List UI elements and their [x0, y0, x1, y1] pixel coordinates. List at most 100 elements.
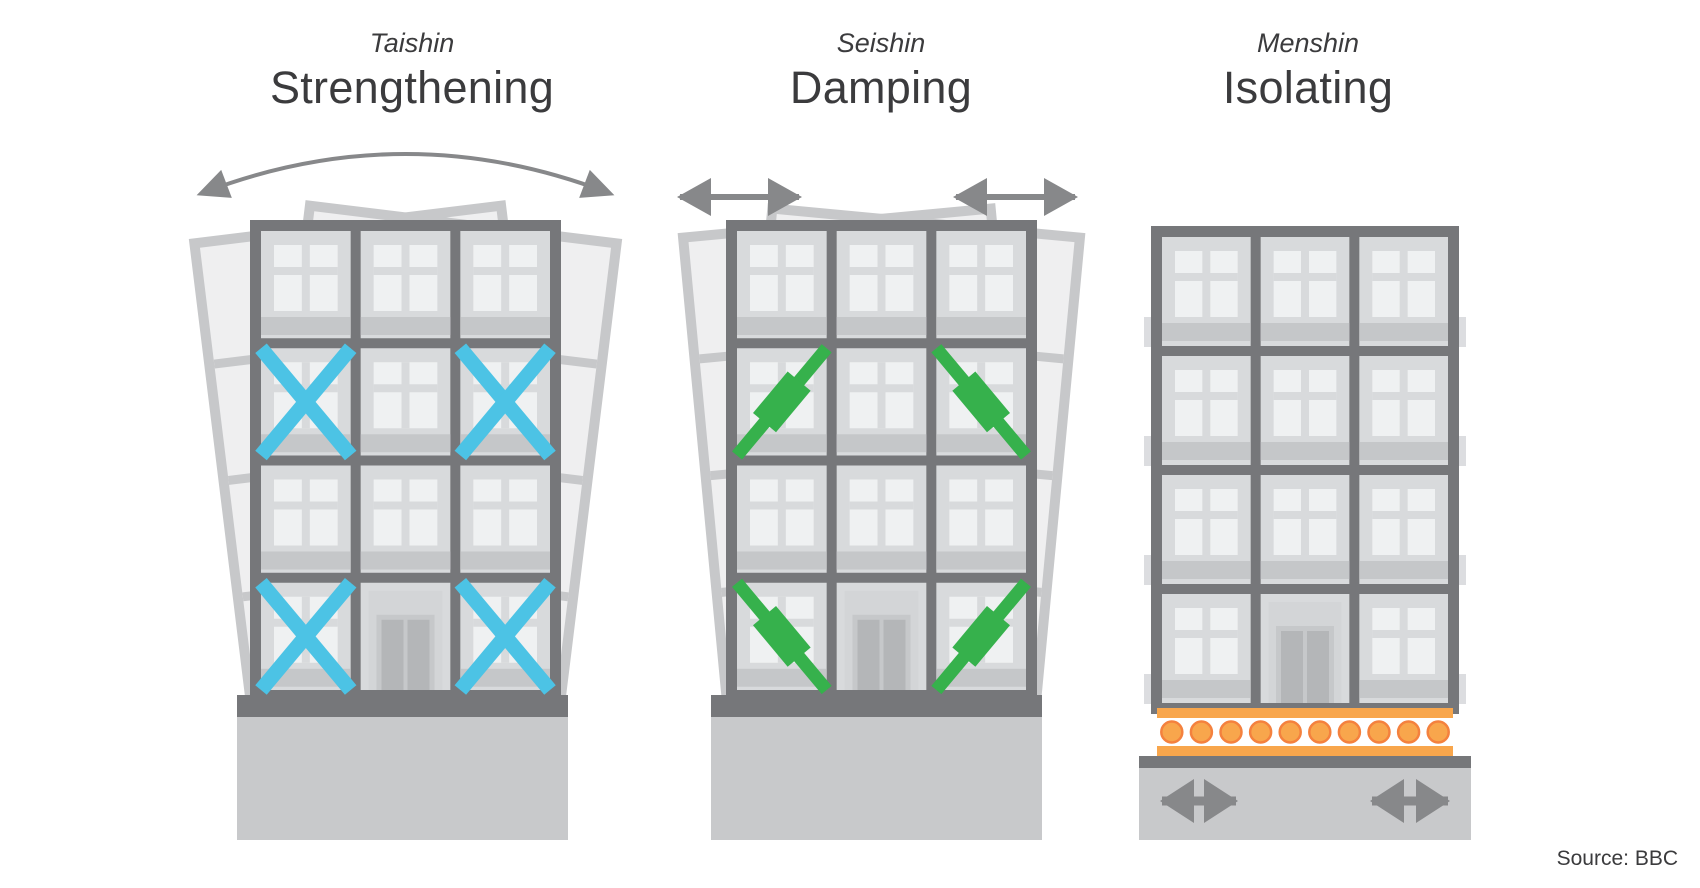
window-mullion [1399, 251, 1408, 317]
roller-bearing [1189, 720, 1214, 744]
foundation-cap [711, 695, 1042, 717]
window-sill [1359, 323, 1448, 341]
x-brace [255, 577, 357, 695]
window-sill [836, 551, 927, 570]
damper-piston [753, 606, 811, 667]
window-transom [1273, 273, 1337, 281]
foundation-block [711, 717, 1042, 840]
window-mullion [401, 245, 410, 311]
x-brace [454, 577, 556, 695]
window-mullion [1202, 370, 1211, 436]
window-sill [836, 434, 927, 453]
window-transom [373, 501, 438, 510]
english-term-isolating: Isolating [1222, 62, 1394, 113]
window-transom [1273, 392, 1337, 400]
sway-arc-arrow-icon [196, 152, 615, 198]
window-mullion [777, 479, 786, 546]
taishin-building-diagram [188, 152, 623, 840]
window-transom [1175, 511, 1238, 519]
roller-bearing [1396, 720, 1421, 744]
window-sill [1260, 561, 1350, 579]
window-transom [1175, 392, 1238, 400]
damper-piston [952, 606, 1010, 667]
roller-bearing [1308, 720, 1332, 744]
window-mullion [401, 479, 410, 546]
window-mullion [1301, 489, 1309, 555]
window-sill [1162, 323, 1251, 341]
door-panel [381, 619, 404, 690]
seismic-damper [732, 344, 832, 460]
building-structure [250, 220, 561, 701]
door-panel [857, 619, 880, 690]
window-sill [1162, 680, 1251, 698]
window-sill [261, 317, 351, 335]
seismic-damper [931, 578, 1031, 695]
window-transom [1372, 273, 1435, 281]
isolator-bottom-plate [1157, 746, 1453, 756]
ground-cap [1139, 756, 1471, 768]
window-sill [1162, 561, 1251, 579]
window-mullion [1399, 608, 1408, 674]
window-transom [750, 501, 814, 510]
base-isolation-layer [1157, 708, 1453, 756]
window-mullion [1202, 608, 1211, 674]
window-transom [473, 384, 537, 393]
window-transom [1175, 273, 1238, 281]
window-transom [949, 501, 1013, 510]
window-mullion [777, 245, 786, 311]
window-sill [1260, 442, 1350, 460]
window-transom [849, 501, 914, 510]
window-mullion [1202, 251, 1211, 317]
english-term-strengthening: Strengthening [269, 62, 555, 113]
damper-piston [952, 371, 1010, 433]
window-mullion [1399, 370, 1408, 436]
roller-bearing [1248, 720, 1273, 744]
window-transom [1273, 511, 1337, 519]
window-mullion [401, 362, 410, 429]
window-sill [737, 317, 827, 335]
building-structure [726, 220, 1037, 701]
window-mullion [877, 479, 886, 546]
window-mullion [301, 479, 310, 546]
roller-bearing [1337, 720, 1362, 744]
window-transom [274, 618, 338, 627]
window-transom [949, 267, 1013, 275]
roller-bearing [1219, 720, 1243, 744]
window-transom [373, 267, 438, 275]
panel-title-seishin: Seishin Damping [790, 24, 972, 114]
menshin-building-diagram [1139, 226, 1471, 840]
window-mullion [877, 245, 886, 311]
window-transom [373, 384, 438, 393]
x-brace [255, 343, 357, 461]
source-credit: Source: BBC [1556, 847, 1678, 870]
roller-bearing [1367, 720, 1391, 744]
window-sill [1359, 680, 1448, 698]
japanese-term-seishin: Seishin [836, 28, 926, 58]
window-sill [1162, 442, 1251, 460]
window-mullion [977, 245, 986, 311]
window-transom [1372, 392, 1435, 400]
damper-piston [753, 371, 811, 433]
seismic-damper [732, 578, 832, 695]
door-panel [407, 619, 430, 690]
window-sill [936, 551, 1026, 570]
window-mullion [977, 479, 986, 546]
door-panel [883, 619, 906, 690]
window-sill [737, 551, 827, 570]
window-sill [936, 317, 1026, 335]
roller-bearing [1426, 720, 1450, 744]
japanese-term-menshin: Menshin [1256, 28, 1360, 58]
window-transom [473, 618, 537, 627]
window-mullion [1202, 489, 1211, 555]
window-transom [473, 501, 537, 510]
window-transom [750, 267, 814, 275]
window-sill [1359, 561, 1448, 579]
window-transom [473, 267, 537, 275]
panel-title-taishin: Taishin Strengthening [270, 24, 554, 114]
window-mullion [1301, 251, 1309, 317]
window-mullion [877, 362, 886, 429]
window-sill [460, 317, 550, 335]
window-mullion [1399, 489, 1408, 555]
